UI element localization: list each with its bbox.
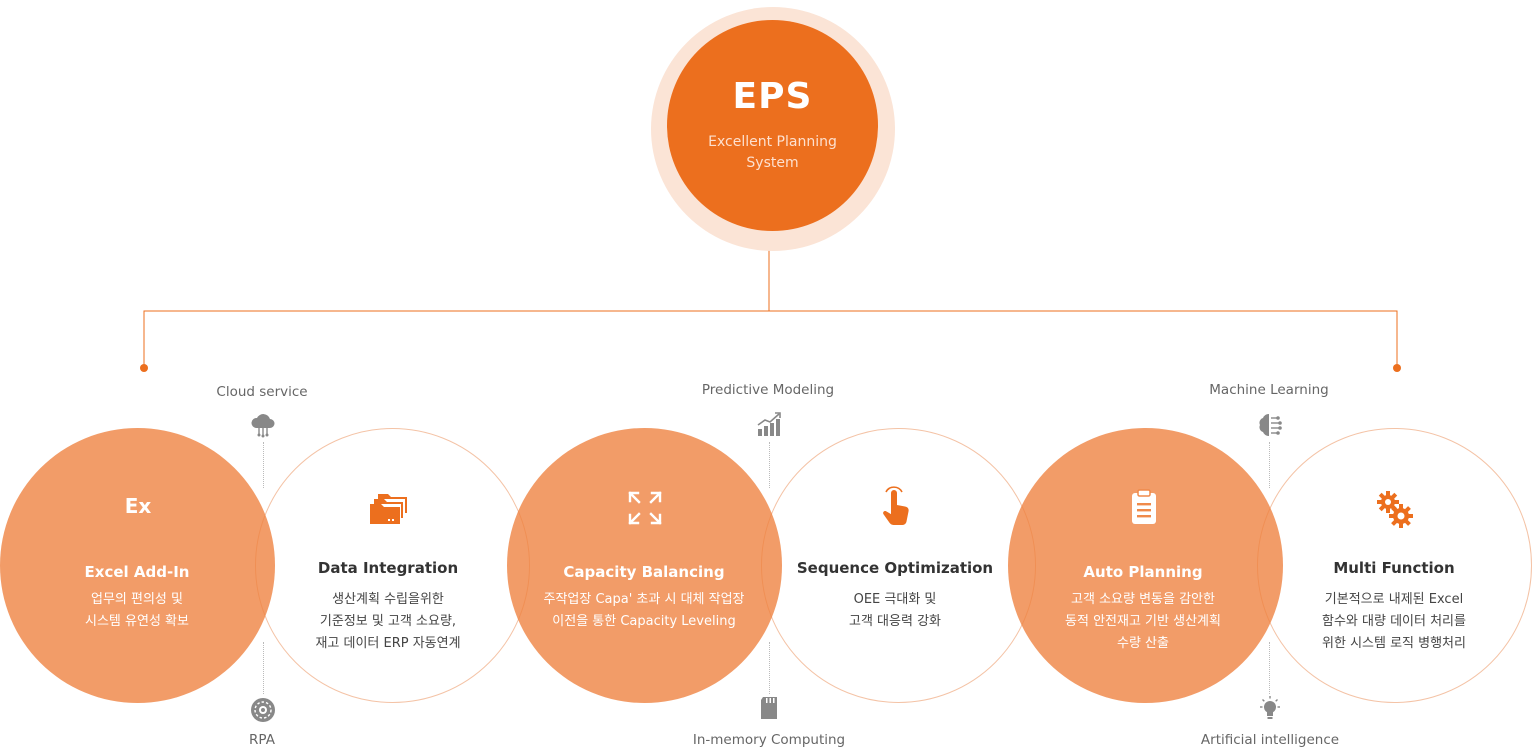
right-connector-dot — [1393, 364, 1401, 372]
left-connector-dot — [140, 364, 148, 372]
expand-arrows-icon — [628, 491, 662, 525]
clipboard-icon — [1132, 489, 1156, 524]
feature-desc: 기본적으로 내제된 Excel 함수와 대량 데이터 처리를 위한 시스템 로직… — [1322, 592, 1466, 651]
branch-line — [143, 310, 1398, 368]
memory-card-icon — [761, 697, 777, 719]
gears-icon — [1377, 491, 1413, 528]
growth-chart-icon — [757, 412, 781, 436]
eps-hub: EPS Excellent Planning System — [667, 20, 878, 231]
lightbulb-icon — [1260, 696, 1280, 719]
dotted-link — [1269, 442, 1270, 488]
tech-label-top: Cloud service — [216, 384, 308, 400]
feature-circle-auto-planning — [1008, 428, 1283, 703]
ex-text-icon: Ex — [124, 494, 152, 518]
dotted-link — [1269, 642, 1270, 694]
feature-circle-capacity-balancing — [507, 428, 782, 703]
dotted-link — [263, 642, 264, 694]
feature-title: Data Integration — [317, 559, 459, 577]
feature-title: Multi Function — [1333, 559, 1455, 577]
tech-label-bottom: Artificial intelligence — [1200, 732, 1340, 748]
cloud-network-icon — [251, 414, 275, 438]
hub-title: EPS — [732, 76, 813, 117]
feature-circle-excel-add-in — [0, 428, 275, 703]
feature-desc: OEE 극대화 및 고객 대응력 강화 — [849, 592, 941, 629]
robot-process-icon — [251, 698, 275, 722]
tech-label-bottom: RPA — [249, 732, 275, 748]
ai-brain-icon — [1259, 413, 1282, 437]
folders-icon — [370, 494, 407, 524]
dotted-link — [263, 442, 264, 488]
tech-label-top: Machine Learning — [1209, 382, 1329, 398]
tech-label-top: Predictive Modeling — [701, 382, 835, 398]
feature-title: Auto Planning — [1083, 563, 1203, 581]
feature-desc: 고객 소요량 변동을 감안한 동적 안전재고 기반 생산계획 수량 산출 — [1065, 592, 1221, 651]
dotted-link — [769, 642, 770, 694]
feature-title: Sequence Optimization — [796, 559, 994, 577]
tech-label-bottom: In-memory Computing — [692, 732, 846, 748]
feature-desc: 업무의 편의성 및 시스템 유연성 확보 — [85, 592, 189, 629]
pointer-hand-icon — [883, 486, 909, 525]
feature-title: Excel Add-In — [84, 563, 190, 581]
hub-subtitle: Excellent Planning System — [708, 134, 837, 171]
feature-desc: 생산계획 수립을위한 기준정보 및 고객 소요량, 재고 데이터 ERP 자동연… — [315, 592, 461, 651]
dotted-link — [769, 442, 770, 488]
feature-title: Capacity Balancing — [563, 563, 725, 581]
feature-desc: 주작업장 Capa' 초과 시 대체 작업장 이전을 통한 Capacity L… — [543, 592, 745, 629]
